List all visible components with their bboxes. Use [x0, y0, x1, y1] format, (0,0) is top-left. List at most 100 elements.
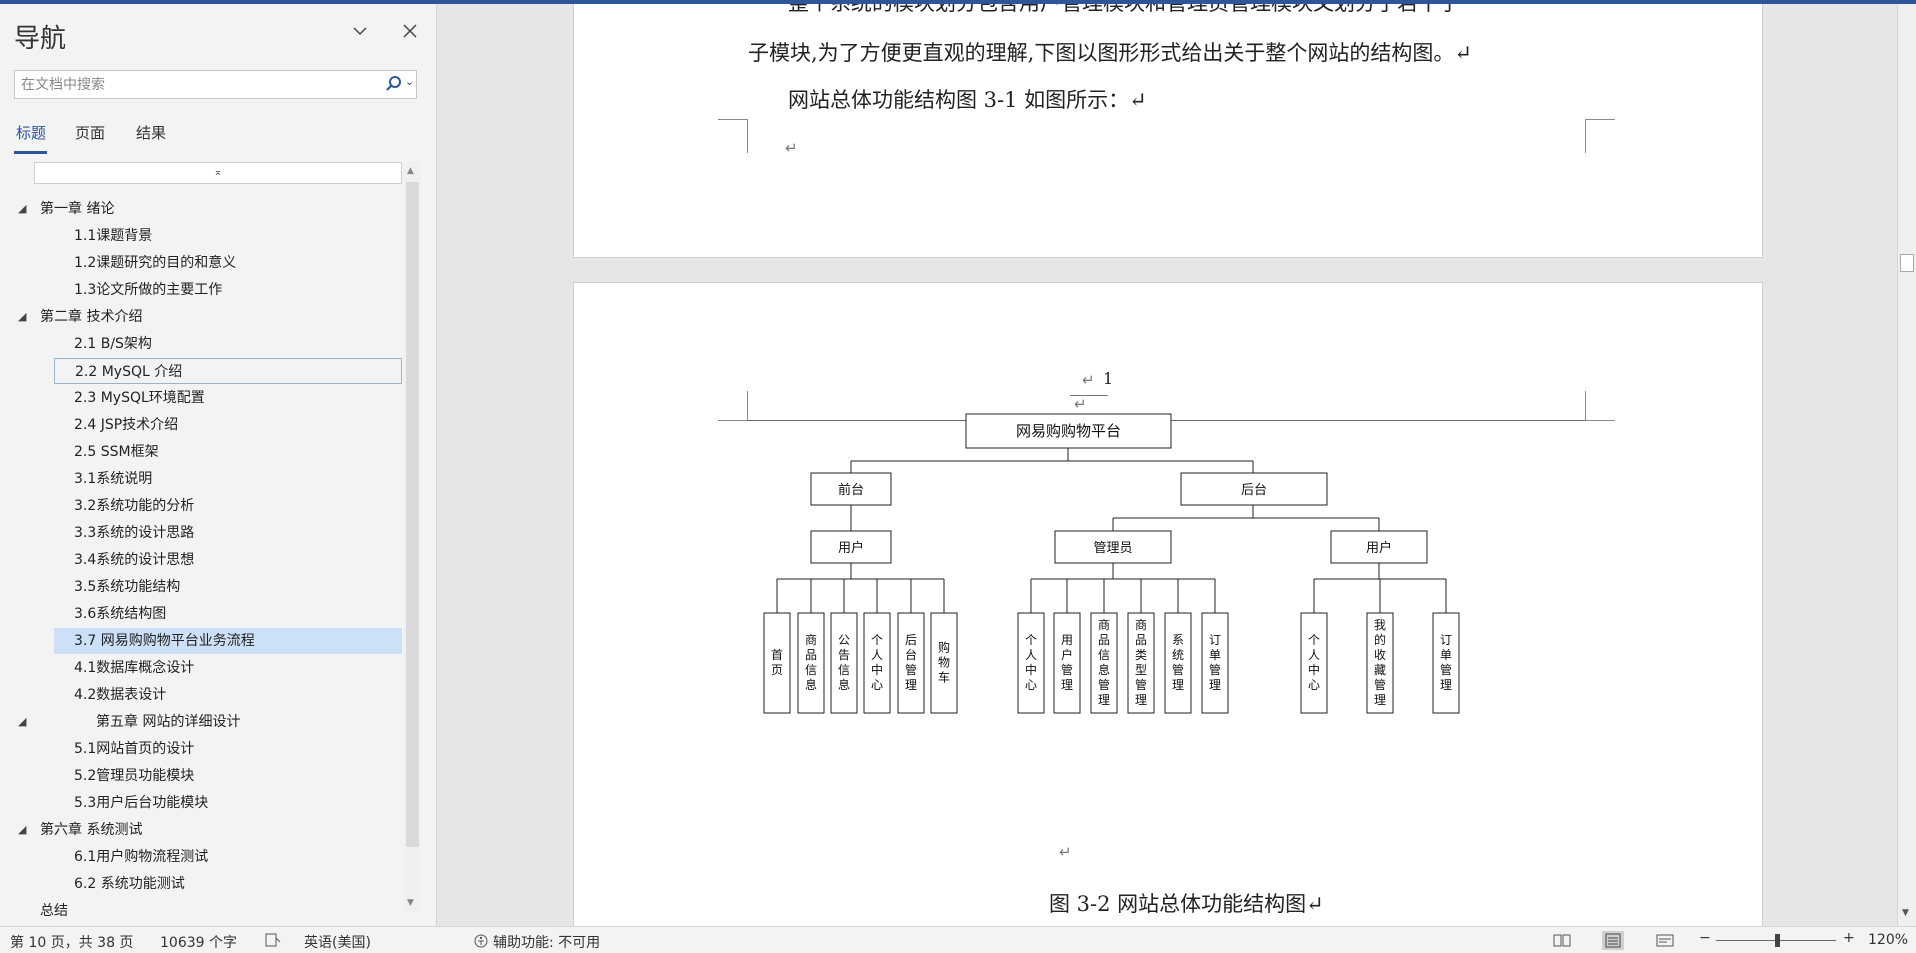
- tree-item[interactable]: ◢第一章 绪论: [14, 196, 402, 222]
- proofing-icon[interactable]: [264, 932, 282, 952]
- zoom-in-button[interactable]: +: [1843, 930, 1855, 946]
- tree-item[interactable]: 1.1课题背景: [54, 223, 402, 249]
- margin-corner-mark: [718, 391, 748, 421]
- tree-item[interactable]: 1.2课题研究的目的和意义: [54, 250, 402, 276]
- chevron-down-icon[interactable]: ⌄: [405, 75, 415, 88]
- tree-item-label: 5.3用户后台功能模块: [74, 795, 209, 811]
- tree-item-label: 3.7 网易购购物平台业务流程: [74, 633, 255, 649]
- tree-item-label: 2.3 MySQL环境配置: [74, 390, 205, 406]
- document-scrollbar[interactable]: ▼: [1897, 4, 1916, 926]
- tree-item-label: 6.2 系统功能测试: [74, 876, 185, 892]
- body-text-line: 整个系统的模块划分包含用户管理模块和管理员管理模块又划分了若干子: [788, 4, 1460, 17]
- print-layout-icon[interactable]: [1602, 931, 1624, 950]
- active-tab-indicator: [14, 151, 47, 154]
- front-leaf-node: 购物车: [930, 612, 958, 714]
- tab-pages[interactable]: 页面: [75, 124, 106, 142]
- tree-item[interactable]: ◢第二章 技术介绍: [14, 304, 402, 330]
- figure-caption: 图 3-2 网站总体功能结构图↵: [1049, 892, 1324, 916]
- admin-leaf-node-label: 个人中心: [1025, 633, 1037, 692]
- tab-headings[interactable]: 标题: [16, 124, 47, 142]
- front-leaf-node-label: 首页: [771, 648, 783, 677]
- user-leaf-node: 我的收藏管理: [1366, 612, 1394, 714]
- tree-item-label: 5.2管理员功能模块: [74, 768, 195, 784]
- tree-item-label: 3.3系统的设计思路: [74, 525, 195, 541]
- word-count[interactable]: 10639 个字: [160, 935, 237, 951]
- page-number-rule: [1070, 395, 1108, 396]
- tree-item[interactable]: 6.1用户购物流程测试: [54, 844, 402, 870]
- tree-item[interactable]: 3.4系统的设计思想: [54, 547, 402, 573]
- tree-item[interactable]: 2.2 MySQL 介绍: [54, 358, 402, 384]
- tree-item[interactable]: 3.6系统结构图: [54, 601, 402, 627]
- tree-item[interactable]: 6.2 系统功能测试: [54, 871, 402, 897]
- tree-item[interactable]: 5.3用户后台功能模块: [54, 790, 402, 816]
- page-count[interactable]: 第 10 页，共 38 页: [10, 935, 134, 951]
- tree-item[interactable]: 总结: [14, 898, 402, 924]
- tree-item[interactable]: 2.3 MySQL环境配置: [54, 385, 402, 411]
- tree-item[interactable]: 2.5 SSM框架: [54, 439, 402, 465]
- tree-item[interactable]: 3.7 网易购购物平台业务流程: [54, 628, 402, 654]
- front-node: 前台: [810, 472, 892, 506]
- language-indicator[interactable]: 英语(美国): [304, 935, 371, 951]
- front-leaf-node: 商品信息: [797, 612, 825, 714]
- collapse-all-icon[interactable]: ⌅: [34, 162, 402, 184]
- close-icon[interactable]: [397, 20, 423, 46]
- nav-scrollbar[interactable]: ▲ ▼: [404, 162, 421, 912]
- user-leaf-node: 订单管理: [1432, 612, 1460, 714]
- search-icon[interactable]: [385, 74, 403, 94]
- front-leaf-node-label: 公告信息: [838, 633, 850, 692]
- tree-item[interactable]: 1.3论文所做的主要工作: [54, 277, 402, 303]
- tree-item-label: 总结: [40, 903, 68, 919]
- root-node: 网易购购物平台: [965, 413, 1172, 449]
- zoom-slider-thumb[interactable]: [1775, 934, 1780, 947]
- back-user-node: 用户: [1330, 530, 1428, 564]
- margin-corner-mark: [1585, 391, 1615, 421]
- zoom-level[interactable]: 120%: [1868, 932, 1909, 948]
- title-accent-bar: [0, 0, 1916, 4]
- tree-item-label: 1.1课题背景: [74, 228, 153, 244]
- tree-item-label: 3.2系统功能的分析: [74, 498, 195, 514]
- front-leaf-node-label: 购物车: [938, 640, 950, 685]
- search-input[interactable]: [21, 75, 381, 95]
- scroll-up-icon[interactable]: ▲: [407, 166, 414, 176]
- front-user-node-label: 用户: [838, 540, 864, 556]
- tree-item[interactable]: 5.2管理员功能模块: [54, 763, 402, 789]
- expand-arrow-icon[interactable]: ◢: [18, 310, 27, 323]
- tree-item-label: 3.5系统功能结构: [74, 579, 181, 595]
- tree-item-label: 2.1 B/S架构: [74, 336, 152, 352]
- root-node-label: 网易购购物平台: [1016, 422, 1121, 440]
- scrollbar-thumb[interactable]: [406, 182, 419, 847]
- tree-item-label: 4.1数据库概念设计: [74, 660, 195, 676]
- expand-arrow-icon[interactable]: ◢: [18, 715, 27, 728]
- front-leaf-node-label: 个人中心: [871, 633, 883, 692]
- document-page: 整个系统的模块划分包含用户管理模块和管理员管理模块又划分了若干子 子模块,为了方…: [573, 4, 1763, 258]
- tree-item[interactable]: 3.5系统功能结构: [54, 574, 402, 600]
- web-layout-icon[interactable]: [1654, 931, 1676, 950]
- accessibility-icon[interactable]: [473, 933, 489, 953]
- expand-arrow-icon[interactable]: ◢: [18, 823, 27, 836]
- scroll-down-icon[interactable]: ▼: [407, 898, 414, 908]
- tree-item[interactable]: 3.1系统说明: [54, 466, 402, 492]
- expand-arrow-icon[interactable]: ◢: [18, 202, 27, 215]
- tree-item[interactable]: 3.2系统功能的分析: [54, 493, 402, 519]
- user-leaf-node-label: 我的收藏管理: [1374, 618, 1386, 707]
- user-leaf-node-label: 订单管理: [1440, 633, 1452, 692]
- tree-item[interactable]: ◢第六章 系统测试: [14, 817, 402, 843]
- zoom-out-button[interactable]: −: [1699, 930, 1711, 946]
- scroll-down-icon[interactable]: ▼: [1902, 908, 1909, 918]
- tree-item[interactable]: 5.1网站首页的设计: [54, 736, 402, 762]
- accessibility-status[interactable]: 辅助功能: 不可用: [493, 935, 601, 951]
- scrollbar-thumb[interactable]: [1900, 254, 1914, 272]
- chevron-down-icon[interactable]: [347, 22, 373, 48]
- structure-diagram: 网易购购物平台前台后台用户管理员用户首页商品信息公告信息个人中心后台管理购物车个…: [763, 413, 1460, 714]
- tree-item[interactable]: ◢第五章 网站的详细设计: [14, 709, 402, 735]
- front-leaf-node: 公告信息: [830, 612, 858, 714]
- user-leaf-node-label: 个人中心: [1308, 633, 1320, 692]
- back-node: 后台: [1180, 472, 1328, 506]
- tree-item[interactable]: 2.1 B/S架构: [54, 331, 402, 357]
- tree-item[interactable]: 4.2数据表设计: [54, 682, 402, 708]
- tab-results[interactable]: 结果: [136, 124, 167, 142]
- tree-item[interactable]: 4.1数据库概念设计: [54, 655, 402, 681]
- tree-item[interactable]: 2.4 JSP技术介绍: [54, 412, 402, 438]
- read-mode-icon[interactable]: [1551, 931, 1573, 950]
- tree-item[interactable]: 3.3系统的设计思路: [54, 520, 402, 546]
